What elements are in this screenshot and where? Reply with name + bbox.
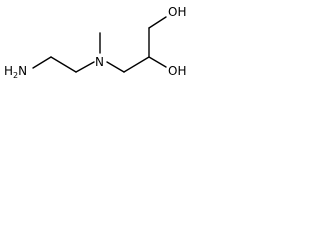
molecule-drawing: H2N N OH OH	[4, 5, 186, 80]
bond-amine-ch2	[32, 56, 52, 69]
amine-label: H2N	[4, 64, 27, 80]
bond-ch2-oh-top	[148, 16, 167, 29]
bond-ch2-n	[75, 61, 95, 73]
bond-n-ch2	[106, 61, 125, 73]
bond-ch2-ch	[123, 56, 150, 73]
nitrogen-label: N	[95, 55, 104, 69]
bond-ch-oh-right	[148, 56, 167, 68]
hydroxyl-right-label: OH	[168, 64, 186, 78]
hydroxyl-top-label: OH	[168, 5, 186, 19]
bond-ch2-ch2	[50, 56, 77, 73]
structure-diagram: H2N N OH OH	[0, 0, 248, 99]
